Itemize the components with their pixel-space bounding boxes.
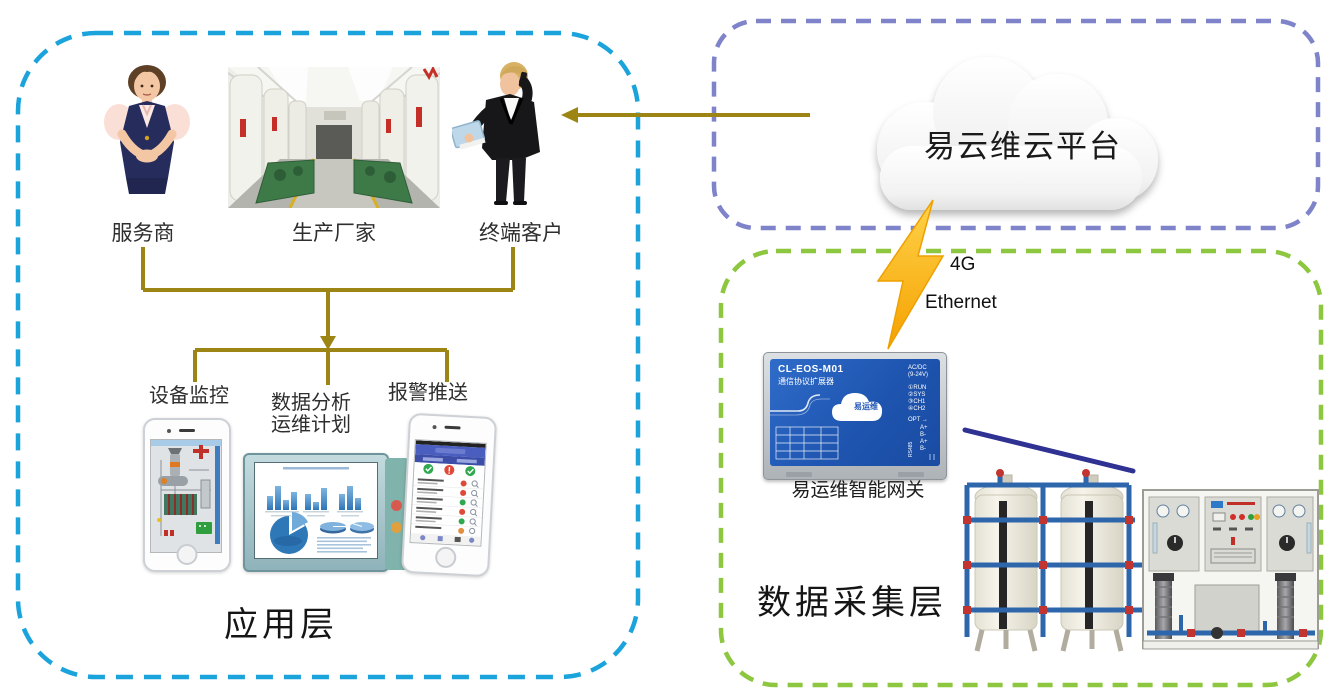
alarm-app-screen: [410, 440, 486, 546]
alarm-push-phone: [400, 412, 498, 578]
report-screen: [255, 463, 377, 558]
cloud-layer-box: [711, 18, 1321, 231]
data-analysis-line2: 运维计划: [271, 414, 351, 437]
gateway-device: CL-EOS-M01 通信协议扩展器 易运维 AC/DC (9-24V): [763, 352, 947, 480]
gateway-led-sys: ②SYS: [908, 392, 926, 398]
gateway-led-run: ①RUN: [908, 385, 927, 391]
service-provider-image: [104, 65, 190, 194]
end-customer-image: [452, 62, 540, 205]
ro-unit: [1142, 489, 1319, 650]
factory-photo: [228, 67, 440, 208]
gateway-subtitle: 通信协议扩展器: [778, 377, 834, 386]
gateway-front-panel: CL-EOS-M01 通信协议扩展器 易运维 AC/DC (9-24V): [770, 359, 940, 466]
gateway-bus-label: RS485: [908, 441, 914, 457]
gateway-terminal-a2: A+: [920, 439, 928, 445]
gateway-terminal-b2: B-: [920, 446, 926, 452]
phone-camera: [166, 429, 171, 433]
phone-home-button: [176, 544, 198, 565]
gateway-foot: [898, 472, 924, 477]
link-label-ethernet: Ethernet: [925, 292, 997, 313]
data-analysis-tablet: [243, 453, 389, 572]
phone-speaker: [179, 429, 195, 432]
actor-label-end-customer: 终端客户: [479, 222, 563, 245]
data-analysis-line1: 数据分析: [271, 392, 351, 414]
gateway-terminal-b1: B-: [920, 432, 926, 438]
gateway-foot: [786, 472, 812, 477]
gateway-terminal-a1: A+: [920, 425, 928, 431]
function-label-alarm-push: 报警推送: [388, 382, 468, 404]
gateway-decor: [770, 393, 935, 460]
data-layer-title: 数据采集层: [757, 584, 947, 622]
gateway-brand: 易运维: [854, 402, 878, 411]
pointer-line: [962, 427, 1136, 474]
connector-tree: [141, 247, 515, 385]
application-layer-title: 应用层: [224, 606, 338, 644]
left-arrowhead: [561, 107, 578, 123]
phone-camera: [432, 425, 437, 430]
application-layer-box: [15, 30, 641, 680]
function-label-device-monitoring: 设备监控: [149, 385, 229, 407]
phone-speaker: [444, 425, 461, 430]
actor-label-manufacturer: 生产厂家: [292, 222, 376, 245]
down-arrowhead: [320, 336, 336, 350]
gateway-cloud-logo: [832, 393, 883, 421]
link-label-4g: 4G: [950, 254, 976, 275]
gateway-power-label: AC/DC: [908, 365, 927, 371]
water-treatment-equipment: [962, 427, 1319, 652]
device-monitoring-phone: [143, 418, 231, 572]
data-layer-box: [718, 248, 1324, 688]
gateway-model: CL-EOS-M01: [778, 364, 844, 375]
gateway-led-ch2: ④CH2: [908, 406, 926, 412]
gateway-caption: 易运维智能网关: [791, 480, 925, 501]
function-label-data-analysis: 数据分析 运维计划: [241, 392, 381, 437]
scada-screen: [151, 440, 221, 544]
phone-home-button: [434, 546, 457, 569]
lightning-bolt-icon: [876, 199, 945, 350]
actor-label-service-provider: 服务商: [111, 222, 175, 245]
gateway-power-range: (9-24V): [908, 372, 929, 378]
cloud-icon: [877, 57, 1158, 210]
cloud-platform-title: 易云维云平台: [924, 129, 1122, 164]
gateway-led-ch1: ③CH1: [908, 399, 926, 405]
gateway-opt-label: OPT →: [908, 417, 928, 423]
